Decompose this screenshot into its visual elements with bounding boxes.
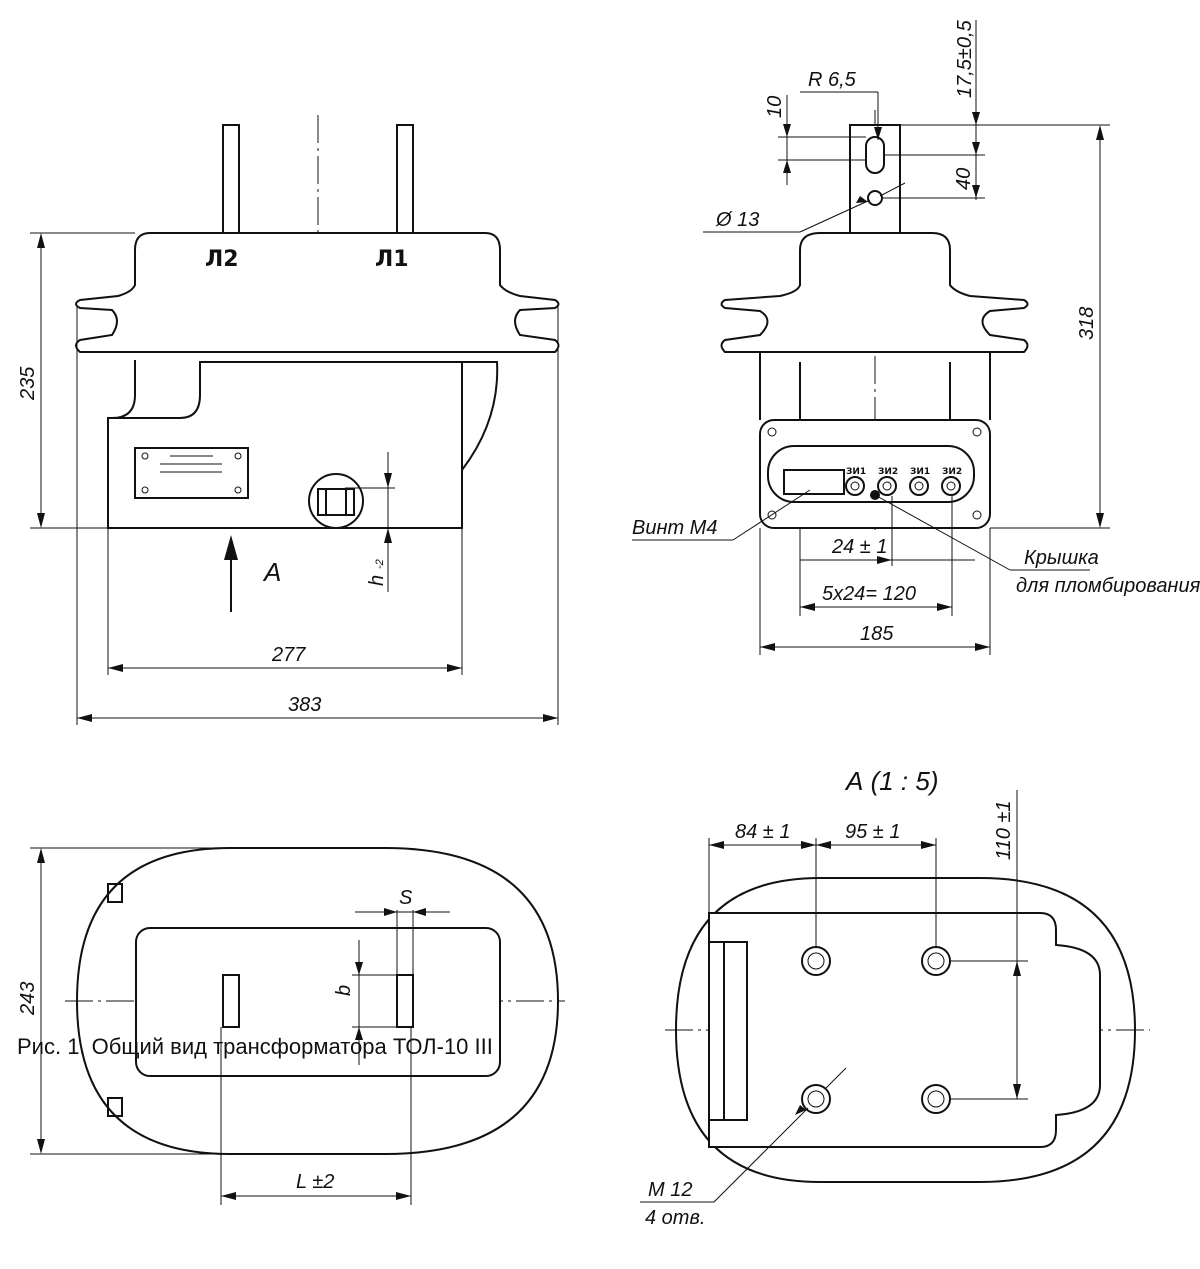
terminal-label-zi2-b: ЗИ2 xyxy=(942,467,962,477)
top-view xyxy=(30,847,565,1205)
dim-40: 40 xyxy=(953,168,975,190)
arrow-a-label: А xyxy=(262,557,281,587)
sealing-cover xyxy=(783,469,845,495)
holes-label: 4 отв. xyxy=(645,1207,705,1229)
side-rail xyxy=(708,941,748,1121)
primary-terminal-plate xyxy=(849,124,901,234)
terminal-bar-left xyxy=(222,124,240,234)
thread-label: М 12 xyxy=(648,1179,692,1201)
terminal-zi1-a xyxy=(845,476,865,496)
dim-base-277: 277 xyxy=(271,644,306,666)
insulator-head xyxy=(75,232,560,353)
mount-hole-3 xyxy=(801,1084,831,1114)
mount-hole-1 xyxy=(801,946,831,976)
figure-caption: Рис. 1. Общий вид трансформатора ТОЛ-10 … xyxy=(17,1034,493,1059)
side-view xyxy=(632,20,1110,655)
dim-height-318: 318 xyxy=(1076,307,1098,340)
terminal-slot-right xyxy=(396,974,414,1028)
screw-label: Винт М4 xyxy=(632,517,717,539)
dim-pitch-total: 5х24= 120 xyxy=(822,583,916,605)
dim-l: L ±2 xyxy=(296,1171,334,1193)
terminal-zi2-a xyxy=(877,476,897,496)
terminal-label-zi2-a: ЗИ2 xyxy=(878,467,898,477)
transformer-body xyxy=(107,361,463,529)
terminal-label-l2: Л2 xyxy=(205,247,239,272)
dim-top-offset: 17,5±0,5 xyxy=(954,19,976,98)
view-a-title: А (1 : 5) xyxy=(844,766,938,796)
dim-84: 84 ± 1 xyxy=(735,821,790,843)
dim-h-tolerance: -2 xyxy=(374,559,386,569)
terminal-zi2-b xyxy=(941,476,961,496)
mount-hole-4 xyxy=(921,1084,951,1114)
dim-hole: Ø 13 xyxy=(715,209,759,231)
dim-radius: R 6,5 xyxy=(808,69,857,91)
dim-110: 110 ±1 xyxy=(993,800,1015,860)
terminal-label-zi1-a: ЗИ1 xyxy=(846,467,866,477)
dim-95: 95 ± 1 xyxy=(845,821,900,843)
dim-width-185: 185 xyxy=(860,623,894,645)
view-a-arrow xyxy=(224,535,238,560)
dim-height-235: 235 xyxy=(17,366,39,401)
terminal-bar-right xyxy=(396,124,414,234)
dim-243: 243 xyxy=(17,982,39,1016)
dim-total-383: 383 xyxy=(288,694,321,716)
dim-h: h xyxy=(366,575,388,586)
terminal-label-l1: Л1 xyxy=(375,247,409,272)
terminal-label-zi1-b: ЗИ1 xyxy=(910,467,930,477)
dim-pitch: 24 ± 1 xyxy=(831,536,887,558)
terminal-zi1-b xyxy=(909,476,929,496)
view-a xyxy=(640,790,1150,1203)
terminal-slot-left xyxy=(222,974,240,1028)
cover-label-1: Крышка xyxy=(1024,547,1099,569)
dim-slot-10: 10 xyxy=(764,96,786,118)
dim-b: b xyxy=(333,985,355,996)
mount-hole-2 xyxy=(921,946,951,976)
side-insulator xyxy=(720,232,1029,353)
front-view xyxy=(30,115,560,725)
dim-s: S xyxy=(399,887,413,909)
cover-label-2: для пломбирования xyxy=(1016,575,1200,597)
